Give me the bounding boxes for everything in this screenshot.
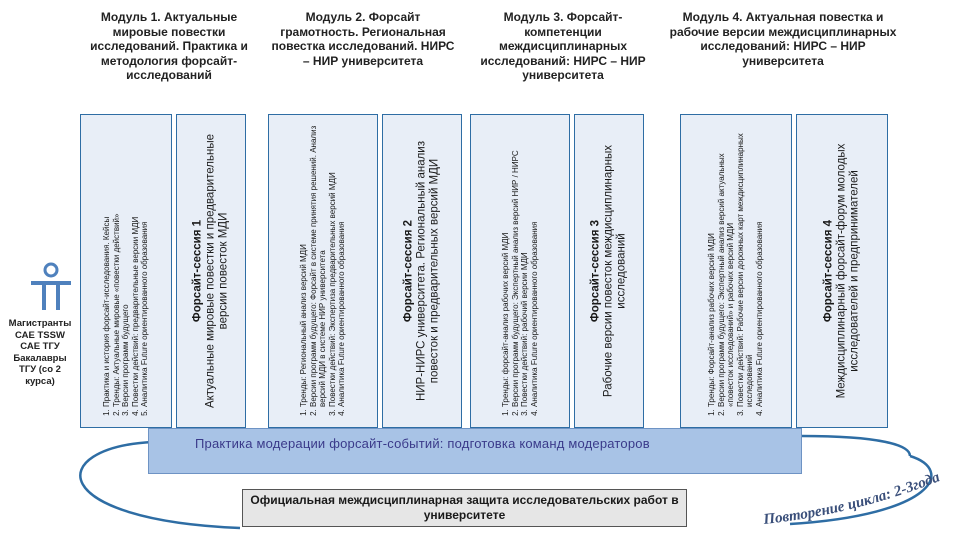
session-1-title: Форсайт-сессия 1 bbox=[191, 219, 204, 323]
module-2-topics: Тренды: Региональный анализ версий МДИ В… bbox=[268, 114, 378, 428]
session-4-text: Междисциплинарный форсайт-форум молодых … bbox=[835, 143, 861, 399]
topic-item: Практика и история форсайт-исследования.… bbox=[102, 121, 112, 407]
module-4-title: Модуль 4. Актуальная повестка и рабочие … bbox=[669, 10, 897, 68]
session-2-box: Форсайт-сессия 2 НИР-НИРС университета. … bbox=[382, 114, 462, 428]
topic-item: Версии программ будущего: Экспертный ана… bbox=[510, 121, 520, 407]
session-4-title: Форсайт-сессия 4 bbox=[822, 219, 835, 323]
practice-band bbox=[148, 428, 802, 474]
module-1-title: Модуль 1. Актуальные мировые повестки ис… bbox=[90, 10, 248, 82]
topic-item: Повестки действий: Экспертиза предварите… bbox=[328, 121, 338, 407]
session-2-text: НИР-НИРС университета. Региональный анал… bbox=[415, 140, 441, 402]
defense-box: Официальная междисциплинарная защита исс… bbox=[242, 489, 687, 527]
topic-item: Тренды: Актуальные мировые «повестки дей… bbox=[112, 121, 122, 407]
module-3-title: Модуль 3. Форсайт-компетенции междисципл… bbox=[480, 10, 646, 82]
participants-text: Магистранты САЕ TSSW САЕ ТГУ Бакалавры Т… bbox=[8, 318, 72, 387]
session-3-title: Форсайт-сессия 3 bbox=[589, 219, 602, 323]
topic-item: Версии программ будущего: Экспертный ана… bbox=[717, 121, 736, 407]
topic-item: Тренды: Форсайт-анализ рабочих версий МД… bbox=[707, 121, 717, 407]
person-icon bbox=[31, 262, 71, 310]
topic-item: Аналитика Future ориентированного образо… bbox=[755, 121, 765, 407]
topic-item: Версии программ будущего bbox=[121, 121, 131, 407]
topic-item: Повестки действий: рабочий версии МДИ bbox=[520, 121, 530, 407]
module-3-topics: Тренды: форсайт-анализ рабочих версий МД… bbox=[470, 114, 570, 428]
topic-item: Повестки действий: предварительные верси… bbox=[131, 121, 141, 407]
repeat-cycle-text: Повторение цикла: 2-3года bbox=[762, 469, 943, 528]
session-2-title: Форсайт-сессия 2 bbox=[402, 219, 415, 323]
practice-text: Практика модерации форсайт-событий: подг… bbox=[195, 436, 650, 451]
svg-text:Повторение цикла: 2-3года: Повторение цикла: 2-3года bbox=[762, 469, 943, 528]
topic-item: Тренды: Региональный анализ версий МДИ bbox=[299, 121, 309, 407]
module-4-topics: Тренды: Форсайт-анализ рабочих версий МД… bbox=[680, 114, 792, 428]
topic-item: Повестки действий: Рабочие версии дорожн… bbox=[736, 121, 755, 407]
session-1-box: Форсайт-сессия 1 Актуальные мировые пове… bbox=[176, 114, 246, 428]
topic-item: Аналитика Future ориентированного образо… bbox=[337, 121, 347, 407]
session-4-box: Форсайт-сессия 4 Междисциплинарный форса… bbox=[796, 114, 888, 428]
topic-item: Аналитика Future ориентированного образо… bbox=[530, 121, 540, 407]
topic-item: Аналитика Future ориентированного образо… bbox=[140, 121, 150, 407]
topic-item: Версии программ будущего: Форсайт в сист… bbox=[309, 121, 328, 407]
session-3-text: Рабочие версии повесток междисциплинарны… bbox=[602, 144, 628, 398]
session-1-text: Актуальные мировые повестки и предварите… bbox=[204, 133, 230, 409]
topic-item: Тренды: форсайт-анализ рабочих версий МД… bbox=[501, 121, 511, 407]
session-3-box: Форсайт-сессия 3 Рабочие версии повесток… bbox=[574, 114, 644, 428]
module-1-topics: Практика и история форсайт-исследования.… bbox=[80, 114, 172, 428]
module-2-title: Модуль 2. Форсайт грамотность. Региональ… bbox=[271, 10, 455, 68]
